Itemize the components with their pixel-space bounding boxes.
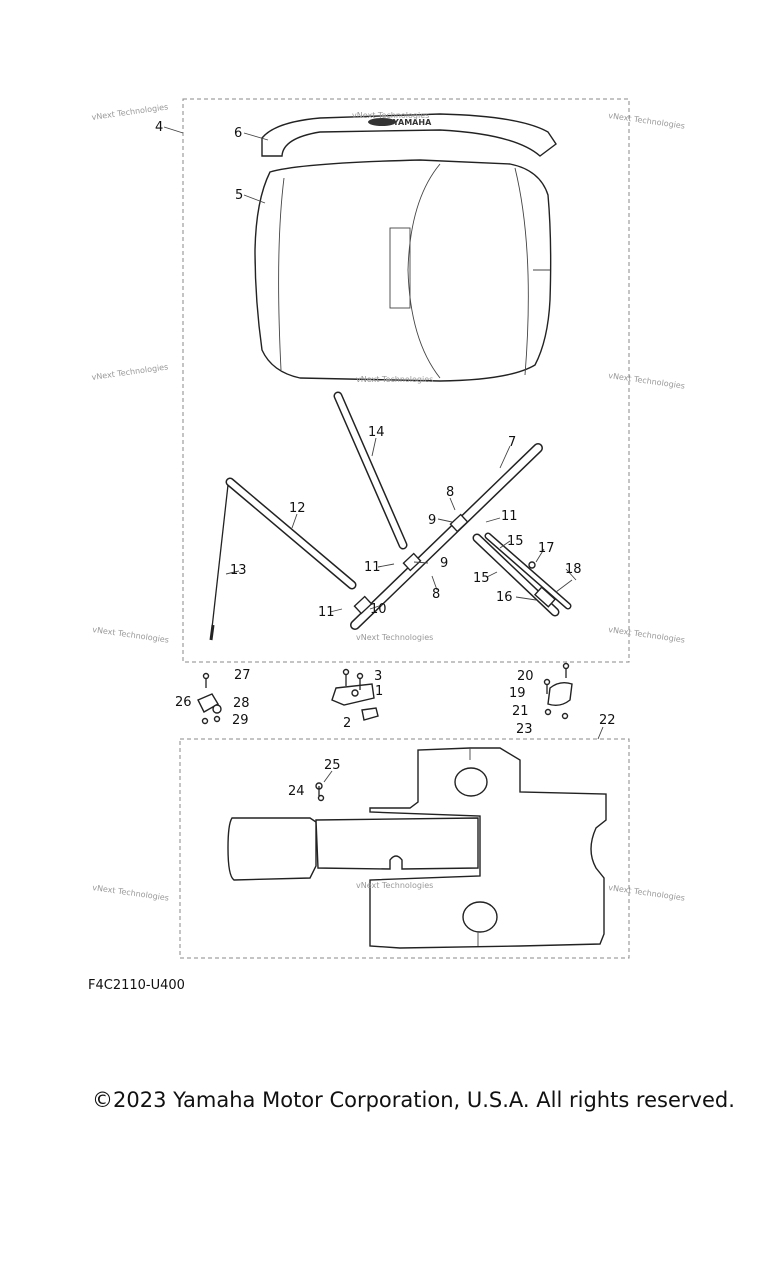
svg-text:vNext Technologies: vNext Technologies <box>608 111 686 131</box>
svg-text:vNext Technologies: vNext Technologies <box>91 362 169 382</box>
callout-8-bottom: 8 <box>432 587 440 602</box>
rear-poles-15 <box>472 532 573 617</box>
bracket-1 <box>331 683 379 721</box>
callout-1: 1 <box>375 684 383 699</box>
callout-18: 18 <box>565 562 582 577</box>
yamaha-logo: YAMAHA <box>392 118 432 127</box>
callout-25: 24 <box>288 784 305 799</box>
bimini-canopy <box>254 159 552 382</box>
callout-26: 26 <box>175 695 192 710</box>
callout-11-mid: 11 <box>364 560 381 575</box>
main-bow-7 <box>350 443 543 630</box>
callout-8-top: 8 <box>446 485 454 500</box>
bracket-19 <box>547 681 573 707</box>
callout-3: 3 <box>374 669 382 684</box>
support-pole-12 <box>225 477 357 590</box>
svg-text:vNext Technologies: vNext Technologies <box>92 883 170 903</box>
svg-text:vNext Technologies: vNext Technologies <box>92 625 170 645</box>
bracket-26 <box>197 693 222 714</box>
callout-5: 5 <box>235 188 243 203</box>
mat-assembly-box <box>179 738 630 959</box>
copyright-notice: ©2023 Yamaha Motor Corporation, U.S.A. A… <box>92 1088 735 1112</box>
callout-4: 4 <box>155 120 163 135</box>
support-pole-14 <box>333 391 408 550</box>
bimini-top-strip: YAMAHA <box>261 113 557 157</box>
callout-11-bottom: 11 <box>318 605 335 620</box>
leader-lines <box>163 126 604 783</box>
callout-15-bottom: 15 <box>473 571 490 586</box>
callout-15-top: 15 <box>507 534 524 549</box>
strap-13 <box>209 484 229 641</box>
callout-7: 7 <box>508 435 516 450</box>
callout-2: 2 <box>343 716 351 731</box>
callout-27: 27 <box>234 668 251 683</box>
svg-text:vNext Technologies: vNext Technologies <box>608 883 686 903</box>
callout-17: 17 <box>538 541 555 556</box>
callout-labels: 4 6 5 7 14 8 12 9 11 15 17 9 11 13 18 15… <box>155 120 616 799</box>
callout-16: 16 <box>496 590 513 605</box>
callout-24: 25 <box>324 758 341 773</box>
svg-text:vNext Technologies: vNext Technologies <box>356 375 433 384</box>
callout-23: 22 <box>599 713 616 728</box>
callout-11-top: 11 <box>501 509 518 524</box>
callout-20: 20 <box>517 669 534 684</box>
svg-text:vNext Technologies: vNext Technologies <box>608 371 686 391</box>
callout-29: 29 <box>232 713 249 728</box>
svg-text:vNext Technologies: vNext Technologies <box>352 111 429 120</box>
svg-text:vNext Technologies: vNext Technologies <box>608 625 686 645</box>
callout-9-bottom: 9 <box>440 556 448 571</box>
svg-text:vNext Technologies: vNext Technologies <box>356 633 433 642</box>
callout-10: 10 <box>370 602 387 617</box>
callout-6: 6 <box>234 126 242 141</box>
fasteners <box>201 662 570 802</box>
callout-12: 12 <box>289 501 306 516</box>
callout-21: 21 <box>512 704 529 719</box>
callout-13: 13 <box>230 563 247 578</box>
svg-text:vNext Technologies: vNext Technologies <box>356 881 433 890</box>
callout-22: 23 <box>516 722 533 737</box>
callout-28: 28 <box>233 696 250 711</box>
figure-code: F4C2110-U400 <box>88 978 185 993</box>
callout-19: 19 <box>509 686 526 701</box>
callout-9-top: 9 <box>428 513 436 528</box>
top-assembly-box <box>182 98 630 663</box>
floor-mat-23 <box>227 747 607 949</box>
callout-14: 14 <box>368 425 385 440</box>
